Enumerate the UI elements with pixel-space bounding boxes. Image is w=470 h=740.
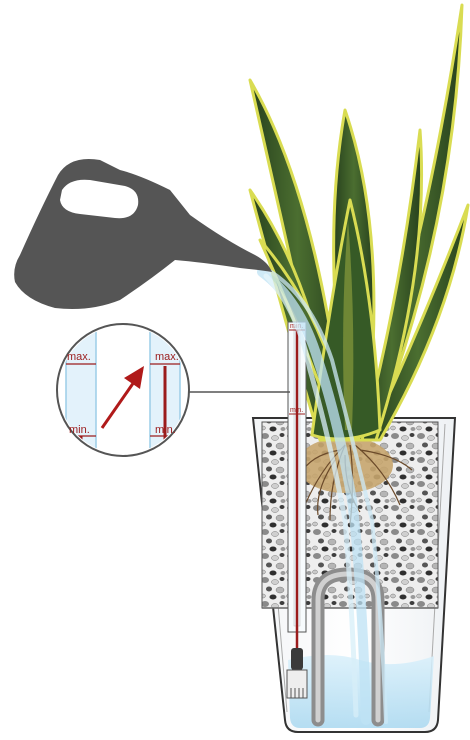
watering-can-icon — [14, 159, 272, 309]
gauge-min-label-bottom: min. — [290, 407, 303, 414]
inset-max-label-right: max. — [155, 351, 179, 363]
inset-min-label-left: min. — [69, 424, 90, 436]
inset-min-label-right: min. — [155, 424, 176, 436]
inset-max-label-left: max. — [67, 351, 91, 363]
snake-plant — [250, 5, 468, 440]
gauge-inset: max. max. min. min. — [57, 322, 189, 462]
